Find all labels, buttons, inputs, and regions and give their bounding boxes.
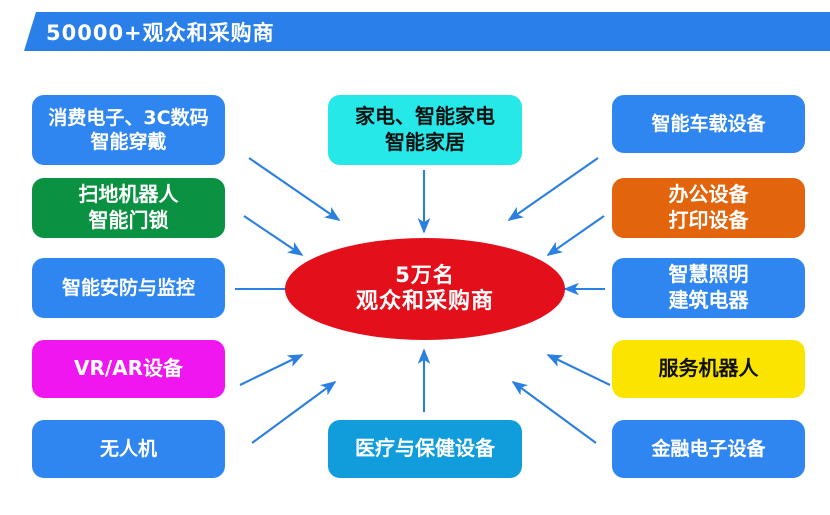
node-smart-security[interactable]: 智能安防与监控 — [32, 258, 225, 318]
node-label-line1: 无人机 — [99, 437, 157, 460]
node-label-line1: 智能车载设备 — [651, 112, 766, 135]
arrow-drone — [251, 381, 337, 444]
node-smart-lighting[interactable]: 智慧照明 建筑电器 — [612, 258, 805, 318]
node-label-line1: 医疗与保健设备 — [355, 436, 495, 461]
header-banner: 50000+观众和采购商 — [0, 12, 830, 51]
page-title: 50000+观众和采购商 — [46, 20, 275, 45]
node-consumer-electronics[interactable]: 消费电子、3C数码 智能穿戴 — [32, 95, 225, 165]
node-label-line1: VR/AR设备 — [73, 356, 184, 381]
arrow-service-robot — [546, 354, 611, 386]
node-label-line2: 智能家居 — [385, 130, 465, 154]
banner-shape — [24, 12, 830, 51]
node-label-line1: 金融电子设备 — [651, 437, 766, 460]
node-home-appliance[interactable]: 家电、智能家电 智能家居 — [328, 95, 522, 165]
node-label-line1: 扫地机器人 — [78, 182, 179, 207]
node-label-line2: 打印设备 — [668, 208, 749, 232]
node-drone[interactable]: 无人机 — [32, 420, 225, 478]
node-label-line2: 智能穿戴 — [90, 131, 167, 153]
hub-line1: 5万名 — [395, 262, 455, 287]
node-cleaning-robot[interactable]: 扫地机器人 智能门锁 — [32, 178, 225, 238]
center-hub: 5万名 观众和采购商 — [285, 238, 565, 340]
node-label-line2: 智能门锁 — [88, 208, 169, 232]
node-label-line1: 服务机器人 — [658, 356, 759, 381]
arrow-smart-vehicle — [507, 157, 599, 221]
arrow-consumer-electronics — [248, 157, 341, 221]
node-label-line1: 家电、智能家电 — [355, 104, 495, 129]
node-smart-vehicle[interactable]: 智能车载设备 — [612, 95, 805, 153]
node-label-line1: 智能安防与监控 — [61, 276, 195, 299]
hub-line2: 观众和采购商 — [355, 288, 494, 314]
arrow-cleaning-robot — [243, 215, 304, 256]
node-service-robot[interactable]: 服务机器人 — [612, 340, 805, 398]
node-label-line1: 办公设备 — [668, 182, 749, 207]
node-label-line1: 消费电子、3C数码 — [48, 106, 209, 129]
node-medical-health[interactable]: 医疗与保健设备 — [328, 420, 522, 478]
node-office-printing[interactable]: 办公设备 打印设备 — [612, 178, 805, 238]
node-vr-ar[interactable]: VR/AR设备 — [32, 340, 225, 398]
node-label-line1: 智慧照明 — [668, 262, 749, 287]
arrow-financial-electronics — [511, 381, 597, 444]
arrow-vr-ar — [239, 354, 304, 386]
arrow-office-printing — [546, 215, 605, 256]
node-label-line2: 建筑电器 — [668, 288, 749, 312]
node-financial-electronics[interactable]: 金融电子设备 — [612, 420, 805, 478]
